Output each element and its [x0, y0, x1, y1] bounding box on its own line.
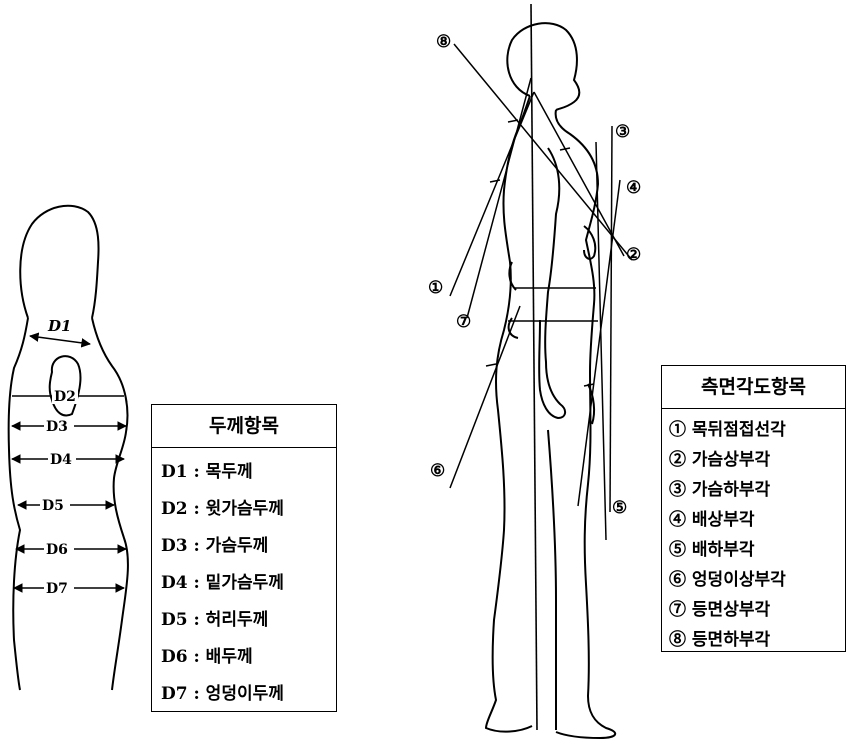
thickness-item-d4: D4 : 밑가슴두께 — [161, 565, 336, 602]
angle-item-2: ② 가슴상부각 — [669, 445, 845, 475]
angle-line-6 — [450, 306, 520, 488]
side-inner-leg — [548, 430, 556, 730]
thickness-item-d7: D7 : 엉덩이두께 — [161, 676, 336, 713]
angle-item-5: ⑤ 배하부각 — [669, 535, 845, 565]
angle-item-7: ⑦ 등면상부각 — [669, 595, 845, 625]
thickness-legend-list: D1 : 목두께 D2 : 윗가슴두께 D3 : 가슴두께 D4 : 밑가슴두께… — [152, 448, 336, 713]
side-angle-legend-list: ① 목뒤점접선각 ② 가슴상부각 ③ 가슴하부각 ④ 배상부각 ⑤ 배하부각 ⑥… — [662, 409, 845, 655]
tick-mark — [490, 180, 500, 182]
angle-item-1: ① 목뒤점접선각 — [669, 415, 845, 445]
torso-back-edge — [9, 318, 28, 690]
torso-front-edge — [92, 318, 128, 690]
angle-line-4 — [578, 180, 620, 506]
side-label-3: ③ — [615, 122, 630, 142]
d3-label: D3 — [46, 419, 68, 435]
d1-line — [30, 336, 90, 344]
angle-item-8: ⑧ 등면하부각 — [669, 625, 845, 655]
side-label-4: ④ — [626, 178, 641, 198]
side-label-1: ① — [428, 278, 443, 298]
d6-label: D6 — [46, 542, 68, 558]
thickness-item-d3: D3 : 가슴두께 — [161, 528, 336, 565]
angle-line-5 — [596, 142, 606, 540]
thickness-item-d5: D5 : 허리두께 — [161, 602, 336, 639]
angle-line-7 — [467, 78, 531, 318]
torso-outline — [9, 206, 128, 690]
tick-mark — [560, 148, 570, 150]
side-label-2: ② — [626, 245, 641, 265]
side-label-8: ⑧ — [436, 32, 451, 52]
side-angle-legend-title: 측면각도항목 — [662, 366, 845, 409]
angle-line-1 — [450, 92, 534, 296]
tick-mark — [508, 120, 518, 122]
d1-label: D1 — [47, 317, 71, 335]
side-arm — [539, 148, 565, 418]
side-label-7: ⑦ — [456, 312, 471, 332]
thickness-item-d2: D2 : 윗가슴두께 — [161, 491, 336, 528]
side-label-5: ⑤ — [612, 498, 627, 518]
angle-line-3 — [610, 126, 612, 512]
tick-mark — [486, 364, 496, 366]
angle-item-6: ⑥ 엉덩이상부각 — [669, 565, 845, 595]
side-label-6: ⑥ — [430, 461, 445, 481]
side-angle-legend: 측면각도항목 ① 목뒤점접선각 ② 가슴상부각 ③ 가슴하부각 ④ 배상부각 ⑤… — [661, 365, 846, 652]
thickness-legend: 두께항목 D1 : 목두께 D2 : 윗가슴두께 D3 : 가슴두께 D4 : … — [151, 404, 337, 712]
thickness-item-d6: D6 : 배두께 — [161, 639, 336, 676]
thickness-legend-title: 두께항목 — [152, 405, 336, 448]
d5-label: D5 — [42, 498, 64, 514]
side-head — [507, 23, 579, 110]
angle-item-3: ③ 가슴하부각 — [669, 475, 845, 505]
angle-line-8 — [454, 44, 632, 260]
d2-label: D2 — [54, 389, 76, 405]
upper-chest-loop — [50, 356, 81, 415]
side-figure-outline — [486, 23, 615, 738]
d7-label: D7 — [46, 581, 68, 597]
d4-label: D4 — [50, 452, 72, 468]
angle-item-4: ④ 배상부각 — [669, 505, 845, 535]
thickness-item-d1: D1 : 목두께 — [161, 454, 336, 491]
vertical-reference — [531, 4, 537, 730]
tick-mark — [584, 384, 594, 386]
angle-lines — [450, 44, 632, 540]
torso-head — [20, 206, 98, 318]
angle-line-2 — [534, 92, 624, 256]
